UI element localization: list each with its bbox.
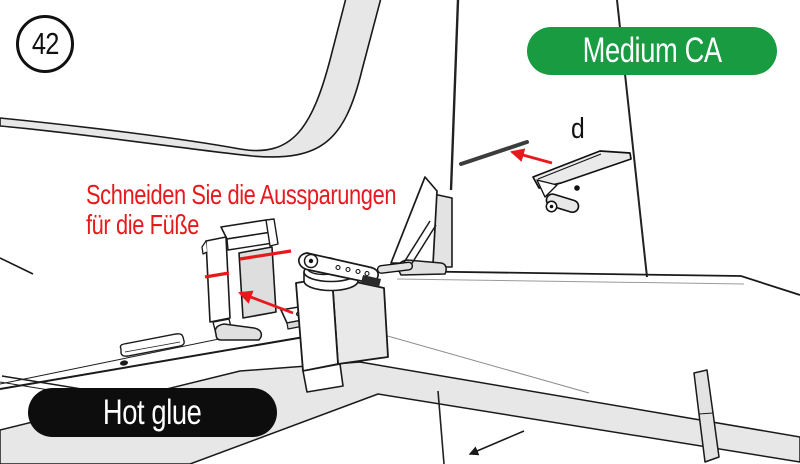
part-d-label: d (571, 113, 585, 145)
fuselage-beam (0, 257, 311, 399)
bracket-foot (214, 323, 263, 341)
hot-glue-badge: Hot glue (28, 388, 277, 437)
fuselage-pin (120, 360, 128, 366)
fuselage-slot (119, 333, 185, 357)
hot-glue-label: Hot glue (103, 392, 202, 432)
cut-instruction-line2: für die Füße (86, 209, 200, 240)
cut-marks (204, 249, 294, 315)
medium-ca-label: Medium CA (582, 31, 722, 70)
pushrod-wire (459, 140, 529, 166)
tail-blade (693, 369, 720, 463)
servo (280, 252, 389, 393)
cut-instruction-text: Schneiden Sie die Aussparungen für die F… (86, 180, 396, 240)
servo-mount-block (302, 363, 344, 393)
horn-plate (532, 150, 632, 189)
part-d-horn (459, 140, 632, 214)
cable-arrow (468, 430, 525, 456)
step-number-badge: 42 (16, 15, 74, 73)
mount-bracket (201, 218, 279, 341)
step-number: 42 (31, 26, 59, 61)
cut-instruction-line1: Schneiden Sie die Aussparungen (86, 179, 397, 210)
bracket-post (205, 236, 231, 323)
cut-mark-left (204, 271, 230, 279)
cut-mark-top (239, 249, 292, 261)
medium-ca-badge: Medium CA (527, 27, 777, 75)
wing-swoosh (0, 0, 382, 158)
cut-recess-arrow (238, 290, 294, 315)
pushrod-connector (361, 275, 381, 287)
horn-barrel (545, 193, 580, 214)
insert-rod-arrow (509, 148, 553, 165)
fin-base (390, 176, 453, 276)
rudder-pushrod (376, 220, 437, 274)
horizontal-stabilizer (391, 270, 800, 296)
